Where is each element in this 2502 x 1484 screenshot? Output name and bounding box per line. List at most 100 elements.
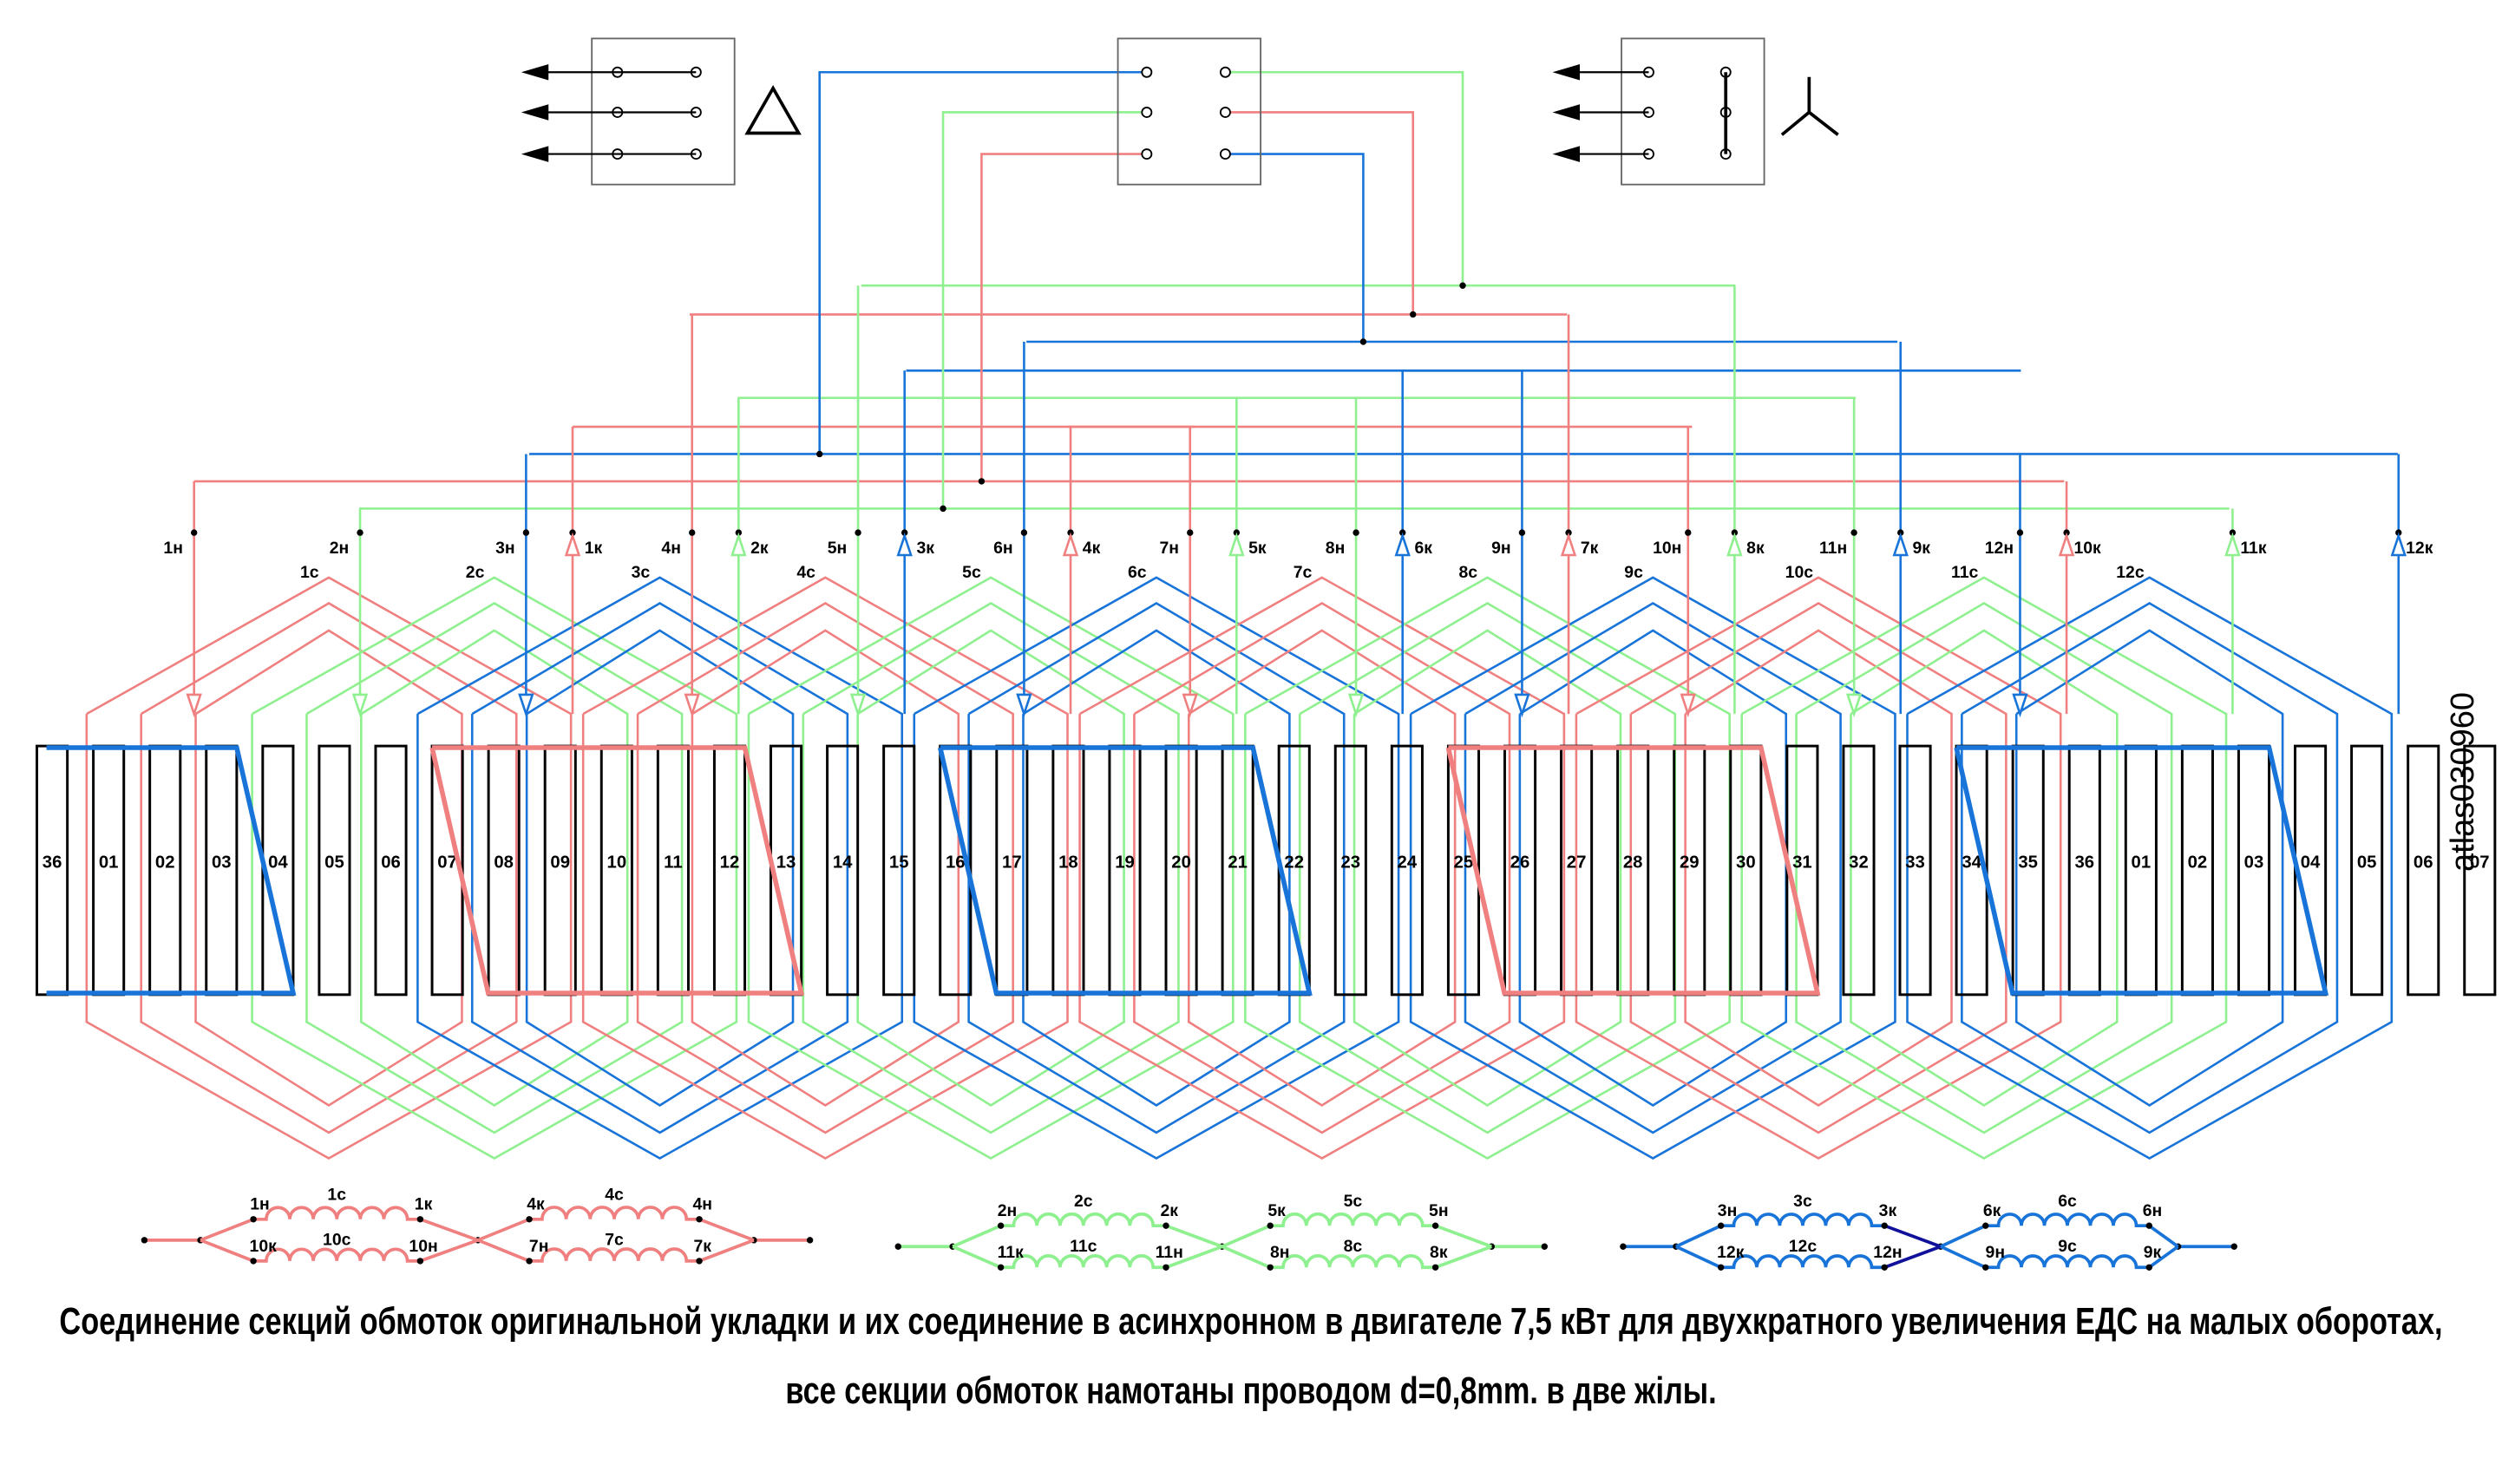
arrow-left-icon	[521, 63, 549, 81]
group-connection	[1954, 745, 2329, 996]
arrow-up-icon	[1726, 532, 1743, 557]
arrow-up-icon	[1062, 532, 1079, 557]
schematic-label: 4н	[692, 1195, 712, 1214]
schematic-label: 12к	[1717, 1243, 1745, 1262]
schematic-coil-label: 11с	[1070, 1237, 1097, 1256]
branch-line	[477, 1218, 530, 1242]
junction-dot	[1881, 1222, 1888, 1229]
junction-dot	[250, 1258, 257, 1265]
schematic-label: 12н	[1873, 1243, 1902, 1262]
terminal	[1141, 107, 1153, 118]
branch-line	[1221, 1224, 1271, 1248]
end-lead-label: 5к	[1248, 539, 1267, 558]
junction-dot	[416, 1258, 424, 1265]
coil-group-label: 5с	[962, 563, 981, 582]
schematic-coil-label: 12с	[1789, 1237, 1818, 1256]
schematic-label: 11к	[998, 1243, 1025, 1262]
coil-turn	[913, 576, 1400, 1160]
lead-dot	[190, 529, 198, 536]
start-lead-label: 3н	[495, 539, 515, 558]
junction-dot	[696, 1216, 703, 1223]
terminal-wire	[980, 153, 1147, 481]
slot	[2463, 744, 2497, 997]
junction-dot	[1431, 1222, 1439, 1229]
slot	[1333, 744, 1367, 997]
lead-dot	[1685, 529, 1692, 536]
slot	[1842, 744, 1876, 997]
branch-line	[1883, 1224, 1942, 1248]
terminal	[1219, 66, 1231, 78]
arrow-left-icon	[521, 104, 549, 121]
slot-label: 09	[550, 853, 570, 873]
group-connection	[938, 745, 1313, 996]
delta-symbol-icon	[744, 85, 802, 135]
schematic-label: 8н	[1270, 1243, 1290, 1262]
branch-line	[1165, 1245, 1223, 1270]
junction-dot	[2145, 1222, 2152, 1229]
coil-turn	[1961, 601, 2339, 1134]
branch-line	[477, 1239, 530, 1263]
coil-turn	[747, 576, 1235, 1160]
junction-dot	[894, 1243, 901, 1250]
coil-turn	[1187, 629, 1457, 1107]
coil-turn	[140, 601, 518, 1134]
schematic-label: 9н	[1986, 1243, 2006, 1262]
coil-group-label: 4с	[796, 563, 815, 582]
arrow-up-icon	[1892, 532, 1909, 557]
end-lead-label: 10к	[2073, 539, 2101, 558]
slot-label: 07	[2470, 853, 2490, 873]
slot-label: 05	[324, 853, 344, 873]
slot-label: 06	[2414, 853, 2433, 873]
slot-label: 20	[1171, 853, 1191, 873]
coil-group	[85, 576, 573, 1160]
arrow-down-icon	[849, 693, 867, 718]
coil-symbol	[1985, 1254, 2150, 1270]
arrow-down-icon	[2012, 693, 2028, 718]
schematic-coil-label: 2с	[1074, 1192, 1093, 1211]
branch-line	[1221, 1245, 1271, 1269]
start-lead-label: 2н	[330, 539, 350, 558]
coil-symbol	[1270, 1212, 1436, 1228]
junction-dot	[997, 1222, 1005, 1229]
schematic-label: 6н	[2143, 1201, 2163, 1220]
terminal	[1141, 66, 1153, 78]
junction-dot	[1459, 282, 1466, 289]
slot	[318, 744, 351, 997]
lead-dot	[1518, 529, 1526, 536]
coil-turn	[1022, 629, 1291, 1107]
coil-symbol	[253, 1206, 421, 1221]
slot-label: 36	[43, 853, 62, 873]
group-connection	[429, 745, 805, 996]
coil-symbol	[529, 1206, 700, 1221]
coil-turn	[251, 576, 738, 1160]
arrow-down-icon	[518, 693, 534, 718]
terminal-wire	[818, 70, 1147, 454]
junction-dot	[815, 450, 823, 458]
schematic-coil-label: 6с	[2058, 1192, 2077, 1211]
coil-group	[1906, 576, 2394, 1160]
junction-dot	[1431, 1264, 1439, 1271]
branch-line	[419, 1218, 479, 1242]
arrow-left-icon	[1552, 104, 1580, 121]
coil-group-label: 10с	[1785, 563, 1814, 582]
slot-label: 30	[1736, 853, 1756, 873]
coil-group	[1740, 576, 2228, 1160]
slot-label: 24	[1398, 853, 1418, 873]
arrow-down-icon	[1347, 693, 1365, 718]
slot-label: 01	[2132, 853, 2152, 873]
coil-group	[1244, 576, 1731, 1160]
coil-turn	[1409, 576, 1896, 1160]
lead-dot	[1850, 529, 1857, 536]
slot-label: 28	[1623, 853, 1643, 873]
end-lead-label: 9к	[1913, 539, 1931, 558]
coil-group	[1575, 576, 2062, 1160]
lead-dot	[855, 529, 861, 536]
schematic-label: 7к	[693, 1237, 711, 1256]
branch-line	[2148, 1224, 2179, 1248]
slot	[826, 744, 860, 997]
star-symbol-icon	[1780, 76, 1839, 136]
coil-group-label: 7с	[1294, 563, 1313, 582]
coil-turn	[1740, 576, 2228, 1160]
